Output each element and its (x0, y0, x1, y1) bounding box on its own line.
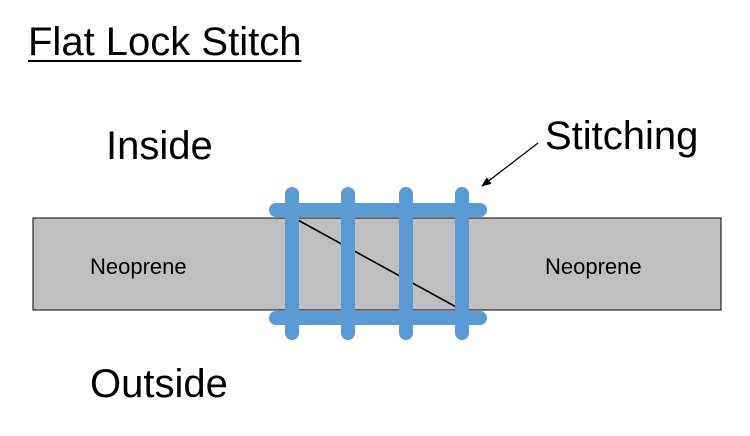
stitching-label: Stitching (545, 114, 699, 158)
diagonal-thread (295, 218, 459, 309)
horizontal-stitches (269, 203, 487, 325)
outside-label: Outside (90, 362, 228, 406)
page-title: Flat Lock Stitch (28, 20, 302, 64)
inside-label: Inside (106, 124, 213, 168)
neoprene-left-label: Neoprene (90, 254, 187, 279)
neoprene-right-label: Neoprene (545, 254, 642, 279)
vertical-stitches (285, 187, 469, 340)
stitching-arrow (481, 142, 539, 187)
